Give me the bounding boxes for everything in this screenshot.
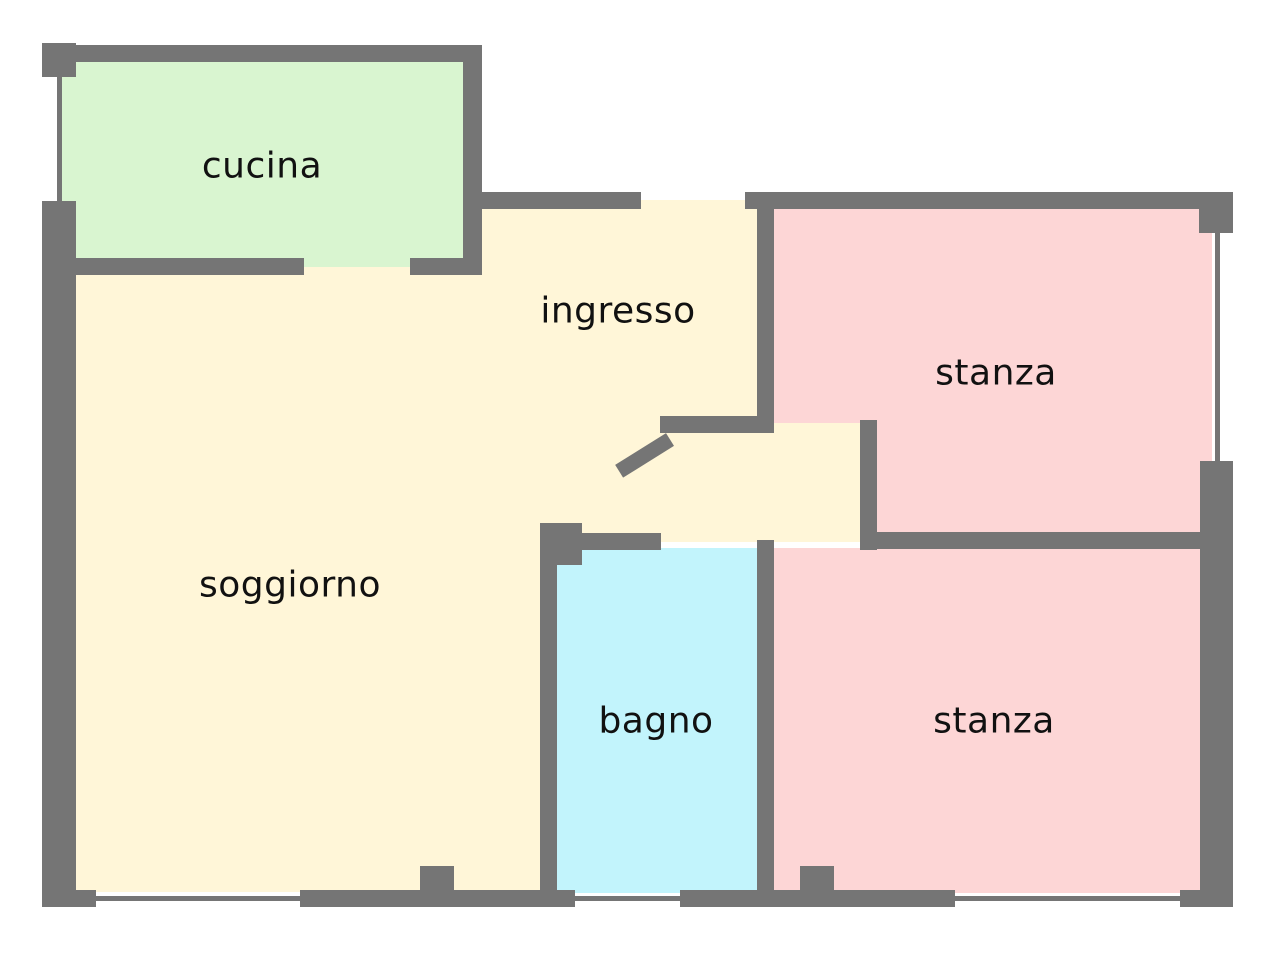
wall-bottom-corner-right bbox=[1180, 890, 1233, 907]
wall-kitchen-bottom-left bbox=[75, 258, 304, 275]
room-stanza-top-fill-2 bbox=[875, 420, 1212, 540]
room-cucina-fill bbox=[60, 62, 465, 267]
room-label-stanza-bottom: stanza bbox=[933, 700, 1055, 742]
wall-kitchen-top bbox=[42, 45, 482, 62]
wall-bagno-top bbox=[575, 533, 661, 550]
room-stanza-bottom-fill bbox=[772, 548, 1212, 893]
wall-bottom-mid bbox=[300, 890, 575, 907]
window-bottom-bagno bbox=[575, 896, 685, 901]
room-corridor-fill bbox=[555, 420, 865, 542]
wall-bagno-right bbox=[757, 540, 774, 907]
window-kitchen-left bbox=[57, 70, 62, 210]
room-bagno-fill bbox=[555, 548, 760, 893]
wall-kitchen-right bbox=[463, 45, 482, 275]
wall-kitchen-bottom-right bbox=[410, 258, 482, 275]
window-bottom-right bbox=[955, 896, 1185, 901]
wall-bottom-corner-left bbox=[76, 890, 96, 907]
wall-corner-topright bbox=[1199, 195, 1233, 233]
room-label-stanza-top: stanza bbox=[935, 352, 1057, 394]
room-label-bagno: bagno bbox=[598, 700, 714, 742]
room-label-cucina: cucina bbox=[201, 145, 323, 187]
wall-ingresso-right bbox=[757, 200, 774, 433]
window-right-top bbox=[1215, 230, 1220, 465]
pillar-bottom-right bbox=[800, 866, 834, 896]
room-label-ingresso: ingresso bbox=[540, 290, 696, 332]
wall-right-lower bbox=[1200, 461, 1233, 907]
room-label-soggiorno: soggiorno bbox=[198, 564, 382, 606]
wall-ingresso-top-right bbox=[745, 192, 1233, 209]
wall-bagno-left bbox=[540, 550, 557, 907]
wall-bottom-right bbox=[680, 890, 955, 907]
room-soggiorno-fill bbox=[75, 267, 555, 892]
wall-stanza-inner-vertical bbox=[860, 420, 877, 550]
window-bottom-left bbox=[96, 896, 306, 901]
wall-ingresso-top-left bbox=[480, 192, 641, 209]
wall-ingresso-bottom bbox=[660, 416, 774, 433]
room-stanza-top-fill bbox=[772, 208, 1212, 423]
wall-left bbox=[42, 201, 76, 907]
pillar-bottom-left bbox=[420, 866, 454, 896]
wall-stanza-divider bbox=[860, 532, 1220, 549]
